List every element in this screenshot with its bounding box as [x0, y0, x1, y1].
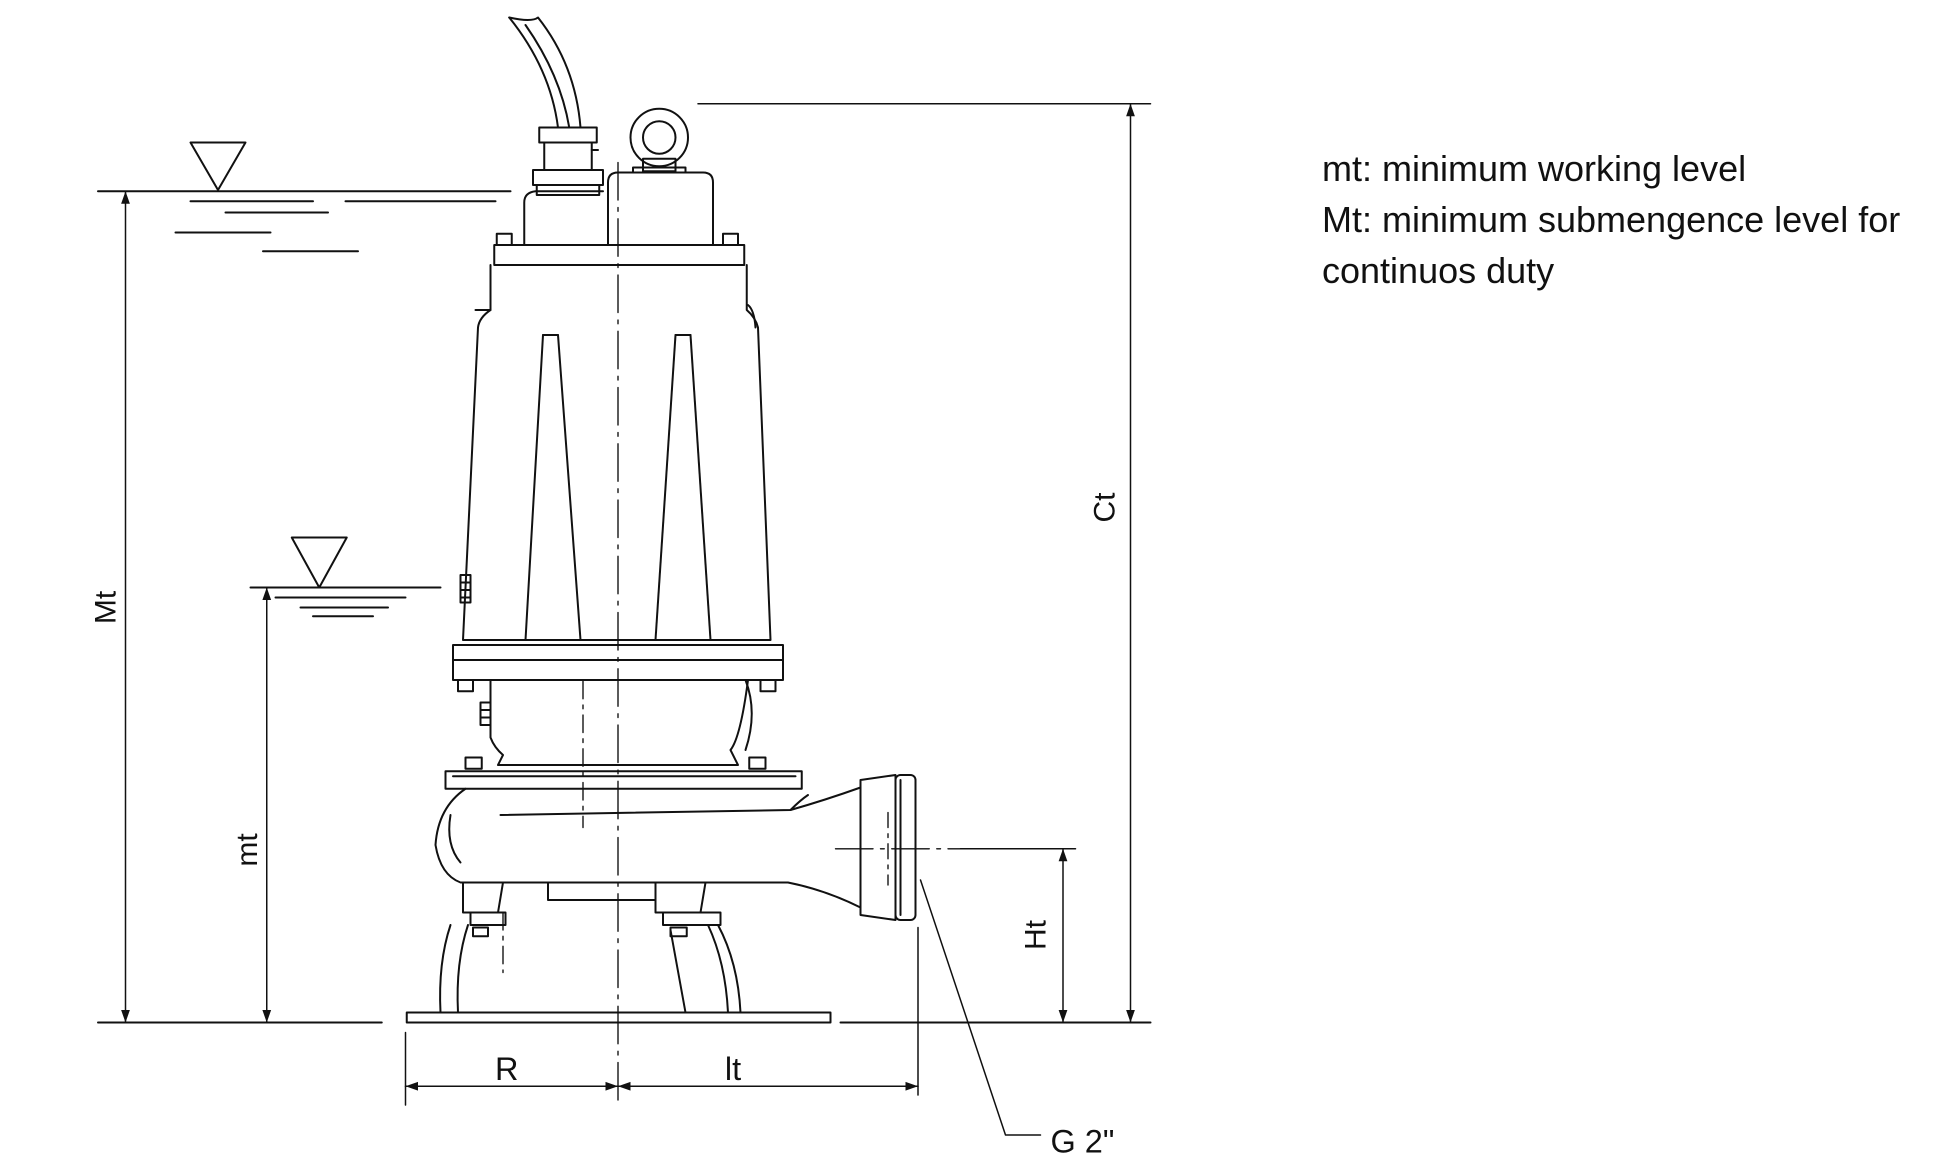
discharge-flange [859, 774, 917, 921]
volute-casing [434, 786, 862, 909]
label-Ht: Ht [1020, 919, 1053, 950]
power-cable [508, 16, 582, 129]
legend-Mt: Mt: minimum submengence level for contin… [1322, 199, 1901, 291]
upper-water-level [96, 141, 512, 253]
discharge-leader [919, 879, 1042, 1136]
label-R: R [495, 1051, 518, 1087]
label-lt: lt [725, 1051, 741, 1087]
motor-housing [459, 264, 772, 641]
label-Ct: Ct [1088, 492, 1121, 523]
oil-chamber [479, 679, 753, 766]
middle-flange [452, 644, 784, 693]
legend: mt: minimum working level Mt: minimum su… [1322, 143, 1922, 296]
label-mt: mt [231, 833, 264, 867]
lifting-eye [629, 107, 689, 174]
top-cover [493, 171, 746, 266]
label-G: G 2" [1051, 1124, 1115, 1160]
legend-mt: mt: minimum working level [1322, 148, 1747, 189]
lower-flange [444, 756, 803, 790]
base-plate [405, 1011, 832, 1024]
label-Mt: Mt [89, 590, 122, 624]
cable-gland [532, 126, 604, 196]
lower-water-level [249, 536, 442, 618]
pump-stand [439, 881, 742, 1014]
